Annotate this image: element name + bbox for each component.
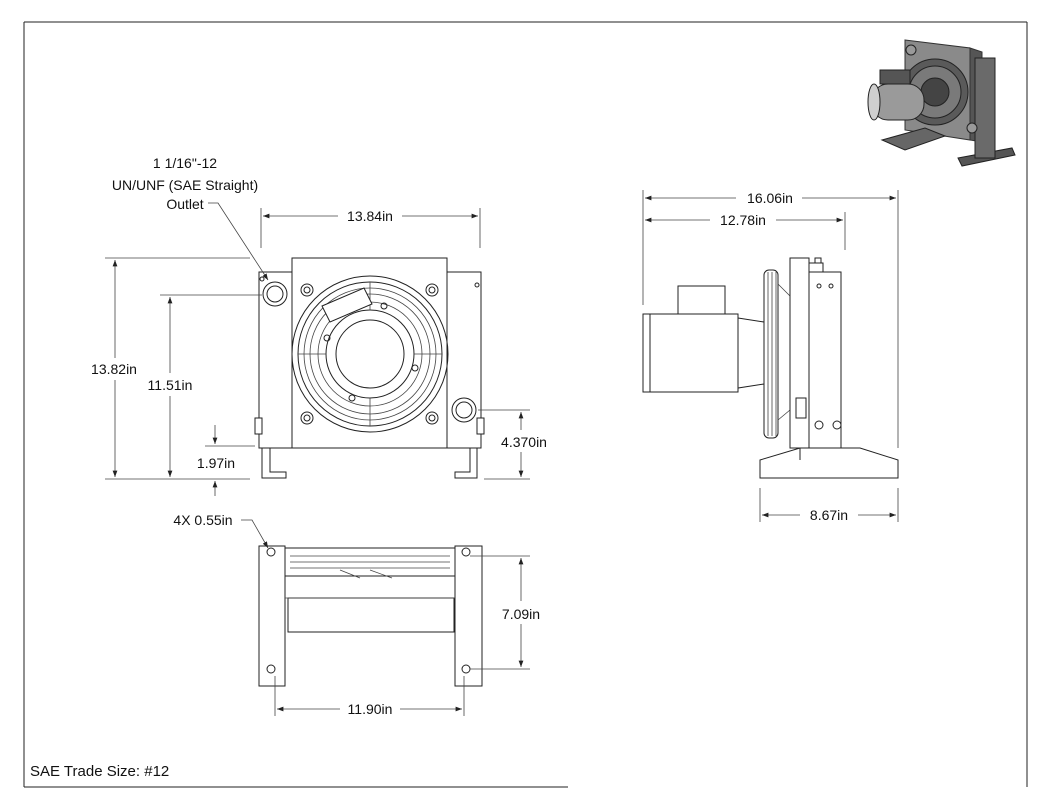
isometric-view (867, 39, 1016, 167)
dim-side-motor-length: 12.78in (720, 212, 766, 228)
dim-side-overall-length: 16.06in (747, 190, 793, 206)
drawing-frame (23, 21, 1028, 788)
bottom-view (258, 545, 483, 687)
dim-front-width: 13.84in (347, 208, 393, 224)
dim-bottom-width: 11.90in (348, 701, 393, 717)
dim-front-base-offset: 1.97in (197, 455, 235, 471)
dim-front-height-port: 11.51in (148, 377, 193, 393)
side-view-dimensions (642, 190, 899, 522)
dim-front-port-height: 4.370in (501, 434, 547, 450)
callout-line-2: UN/UNF (SAE Straight) (112, 177, 258, 193)
front-view-dimensions (105, 202, 530, 496)
trade-size-label: SAE Trade Size: #12 (30, 763, 169, 780)
bottom-view-dimensions (241, 519, 530, 716)
callout-line-1: 1 1/16"-12 (153, 155, 217, 171)
dim-side-base-length: 8.67in (810, 507, 848, 523)
dim-front-height-total: 13.82in (91, 361, 137, 377)
dim-bottom-holes: 4X 0.55in (173, 512, 232, 528)
front-view (254, 257, 485, 479)
dim-bottom-depth: 7.09in (502, 606, 540, 622)
callout-line-3: Outlet (166, 196, 203, 212)
side-view (642, 257, 899, 479)
